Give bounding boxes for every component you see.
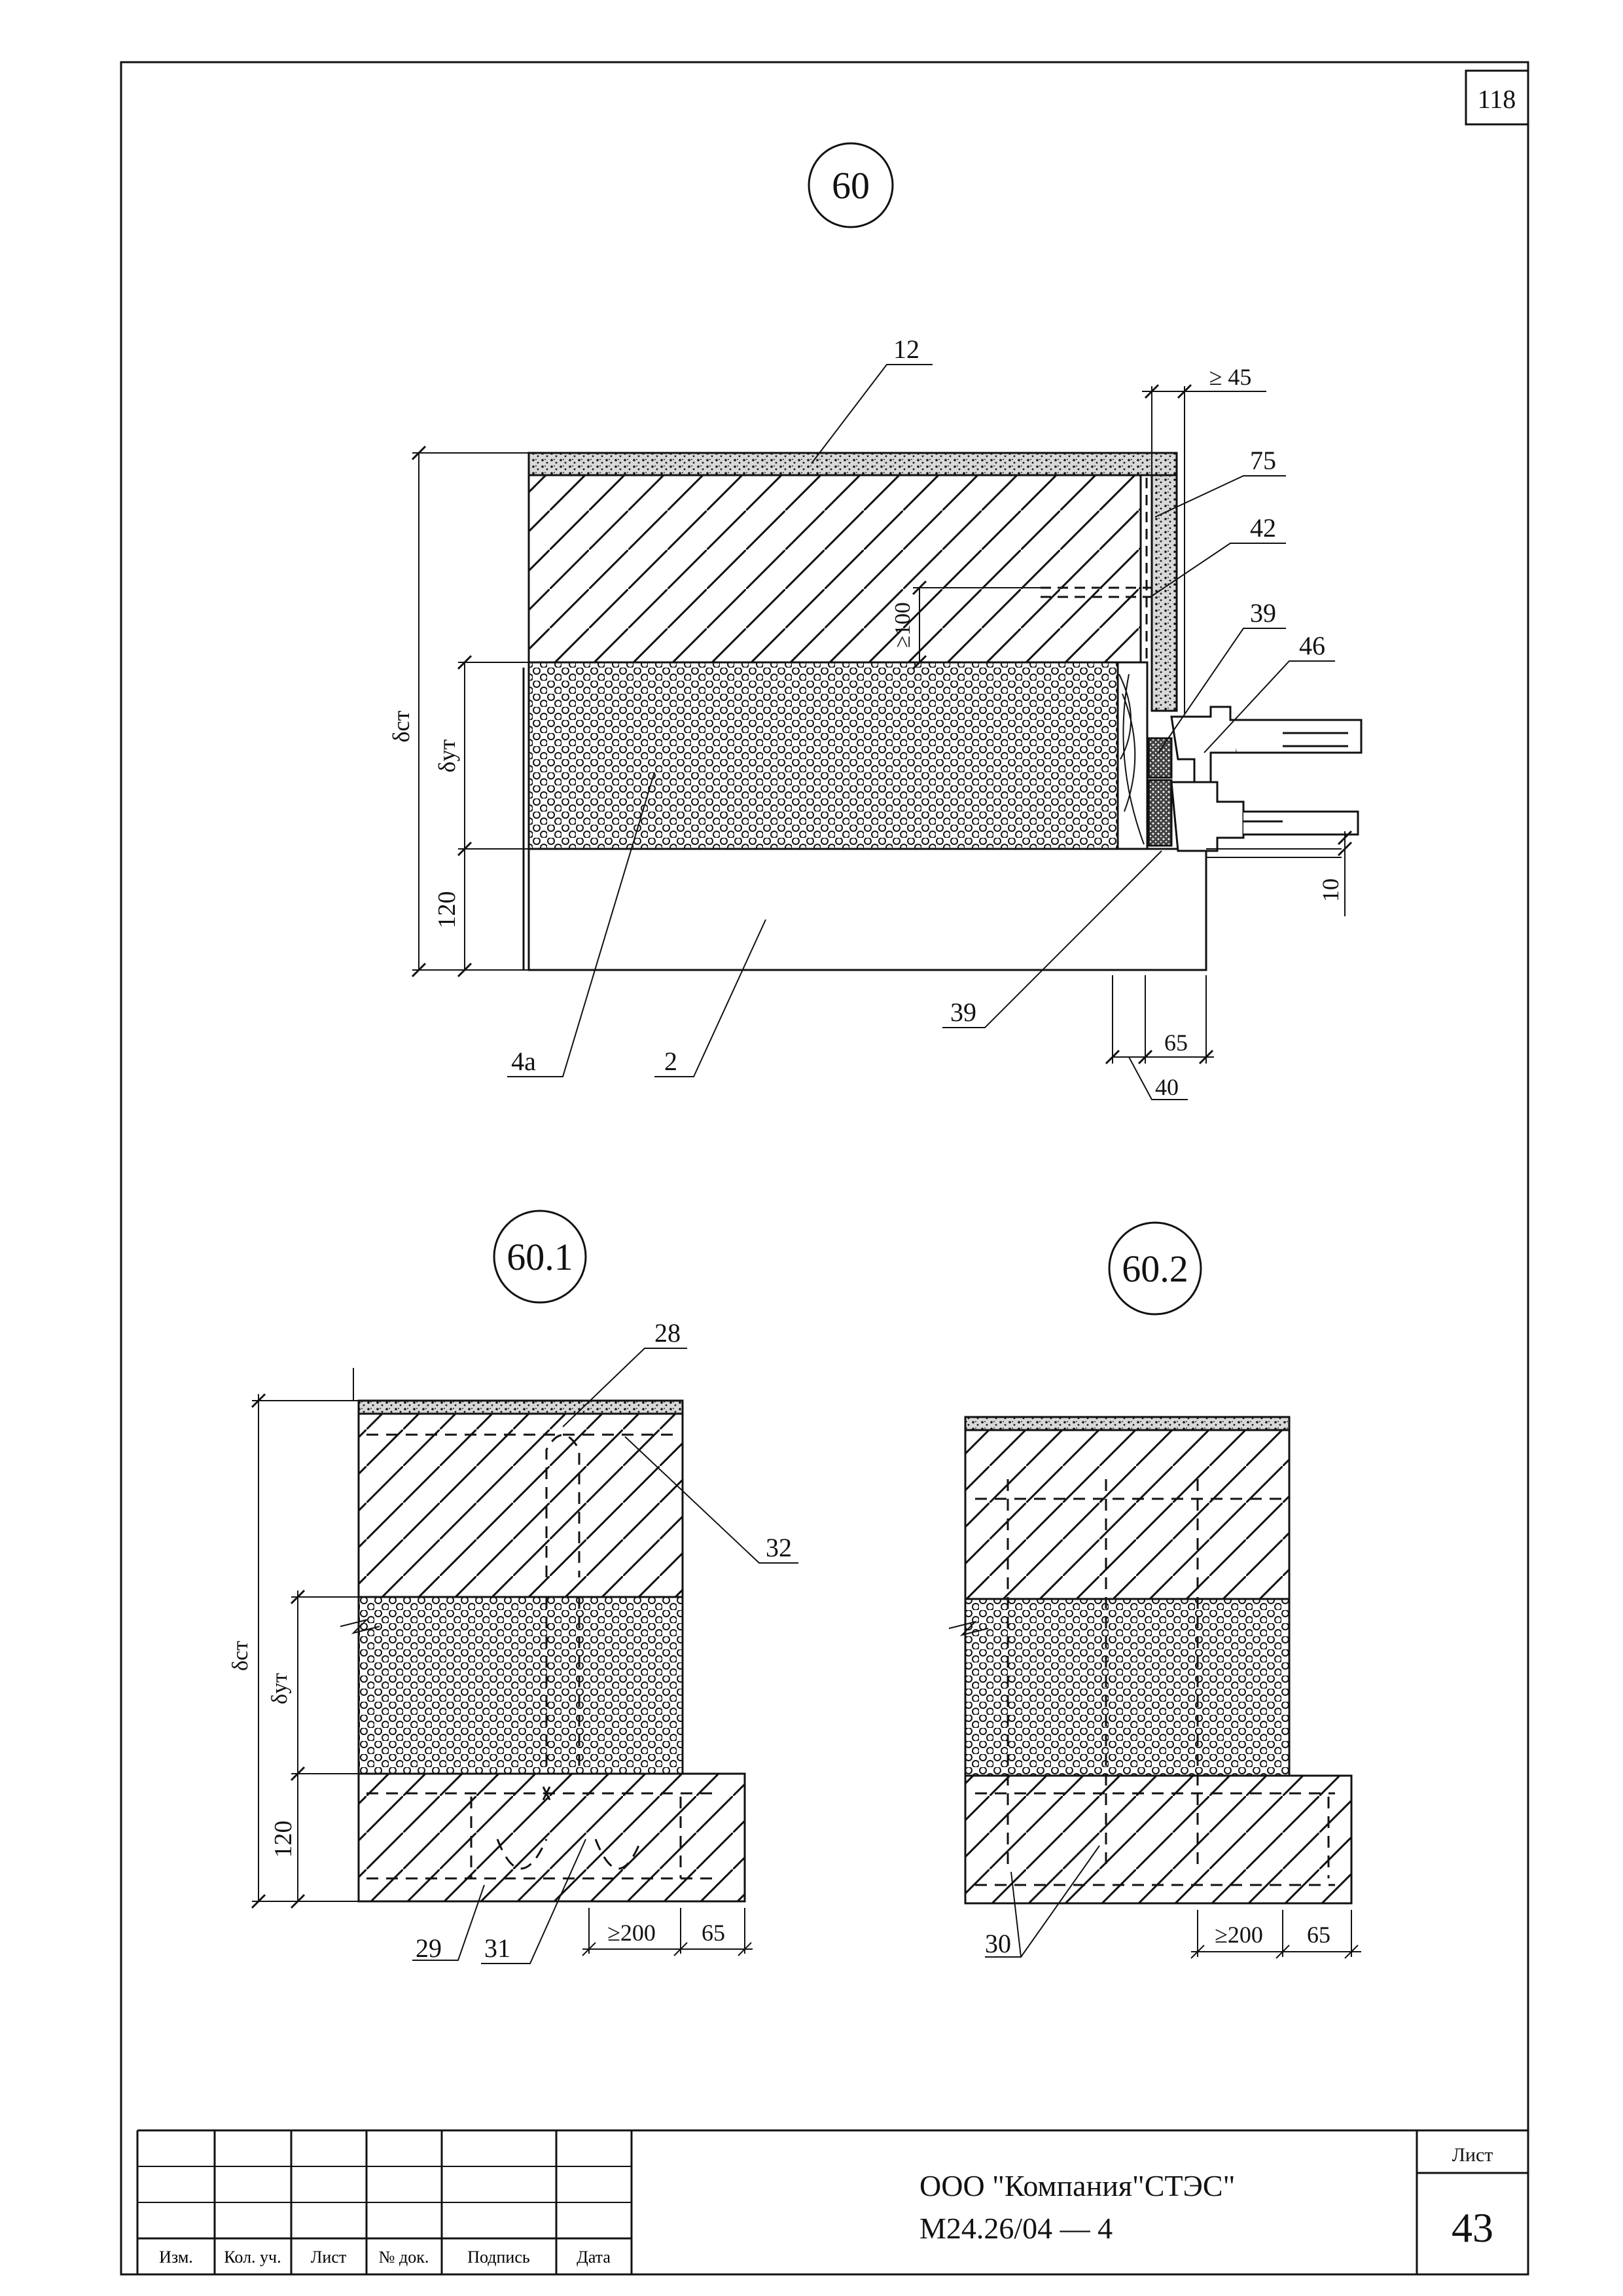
dim-delta-ct-60-1: δст [228,1641,253,1671]
plaster-top-60-2 [964,1416,1291,1431]
tb-col-no-dok: № док. [379,2248,429,2267]
dim-40-leader [1128,1056,1188,1100]
insulation-60-2 [964,1598,1291,1777]
page-number-box [1465,69,1529,126]
tb-sheet-number: 43 [1452,2204,1493,2251]
callout-leaders-60-2 [985,1845,1100,1958]
dim-40: 40 [1155,1074,1179,1100]
dim-200-60-2 [1190,1910,1361,1959]
tb-col-kol-uch: Кол. уч. [224,2248,281,2267]
page-number: 118 [1478,84,1516,114]
detail-60-2-label: 60.2 [1122,1247,1188,1290]
tb-col-list: Лист [311,2248,346,2267]
callout-2: 2 [664,1047,677,1076]
insulation-60-1 [357,1596,684,1775]
callout-75: 75 [1250,446,1276,475]
upper-wall-hatch [527,474,1142,664]
dim-10: 10 [1317,878,1344,902]
plaster-top-60-1 [357,1399,684,1415]
detail-60-2: 60.2 ≥200 65 30 [948,1221,1361,1959]
dim-ext-60-1 [252,1368,359,1902]
dim-45-ticks [1144,384,1192,399]
break-mark-60-1 [340,1619,380,1634]
sheet-border [120,61,1529,2276]
detail-60-marker [808,142,894,228]
detail-60-1-label: 60.1 [507,1236,573,1278]
dim-65-ticks [1105,1049,1214,1065]
dim-200-60-1 [582,1908,753,1956]
lintel-60-2 [964,1774,1353,1905]
dim-65-60-2: 65 [1307,1922,1330,1948]
callout-30: 30 [985,1929,1011,1958]
tb-col-data: Дата [577,2248,611,2267]
sealant-lower [1147,779,1173,847]
upper-wall-60-1 [357,1412,684,1598]
detail-60: 60 [388,142,1363,1100]
tb-col-podpis: Подпись [467,2248,530,2267]
rebar-60-2 [975,1479,1335,1886]
dim-10-ticks [1337,830,1353,857]
callout-28: 28 [654,1318,681,1348]
callout-leaders-60 [507,364,1335,1077]
rebar-60-1 [366,1433,720,1880]
sealant-upper [1147,737,1173,779]
callout-leaders-60-1 [412,1348,798,1964]
lintel-slab [527,848,1207,971]
dim-ticks-left [411,445,473,978]
callout-32: 32 [766,1533,792,1562]
dim-delta-yt-60-1: δут [268,1673,292,1704]
detail-60-label: 60 [832,164,870,207]
dim-ge200-60-2: ≥200 [1215,1922,1263,1948]
tb-company: ООО "Компания"СТЭС" [919,2169,1235,2202]
rebar-cross-60-1 [542,1786,551,1801]
detail-60-1-marker [493,1210,587,1304]
tb-doc-code: М24.26/04 — 4 [919,2212,1113,2245]
callout-12: 12 [893,334,919,364]
dim-100-ticks [912,580,927,670]
title-block: Изм. Кол. уч. Лист № док. Подпись Дата О… [136,2129,1528,2274]
dim-120: 120 [433,891,461,929]
detail-60-1: 60.1 δст δут 120 ≥200 65 [228,1210,798,1964]
callout-42: 42 [1250,513,1276,543]
detail-60-2-marker [1108,1221,1202,1316]
dim-ticks-60-1 [251,1393,306,1909]
foam-filler-lines [1118,673,1145,845]
window-frame [1170,706,1363,852]
callout-31: 31 [484,1933,510,1963]
dim-65-60-1: 65 [702,1920,725,1946]
callout-39-bottom: 39 [950,997,976,1027]
upper-wall-60-2 [964,1429,1291,1600]
tb-sheet-label: Лист [1452,2144,1493,2166]
dim-ge45: ≥ 45 [1209,364,1252,390]
callout-46: 46 [1299,631,1325,660]
dim-120-60-1: 120 [270,1821,297,1858]
anchor-dashed [1041,586,1152,598]
callout-39-top: 39 [1250,598,1276,628]
insulation [527,661,1119,850]
dim-delta-ct: δст [388,710,414,742]
plaster-top [527,452,1178,476]
callout-4a: 4a [511,1047,536,1076]
dim-delta-yt: δут [434,739,460,772]
dim-ge200-60-1: ≥200 [607,1920,656,1946]
dim-65: 65 [1164,1030,1188,1056]
dim-ge100: ≥100 [891,602,915,648]
callout-29: 29 [416,1933,442,1963]
tb-col-izm: Изм. [159,2248,193,2267]
break-mark-60-2 [948,1621,989,1636]
